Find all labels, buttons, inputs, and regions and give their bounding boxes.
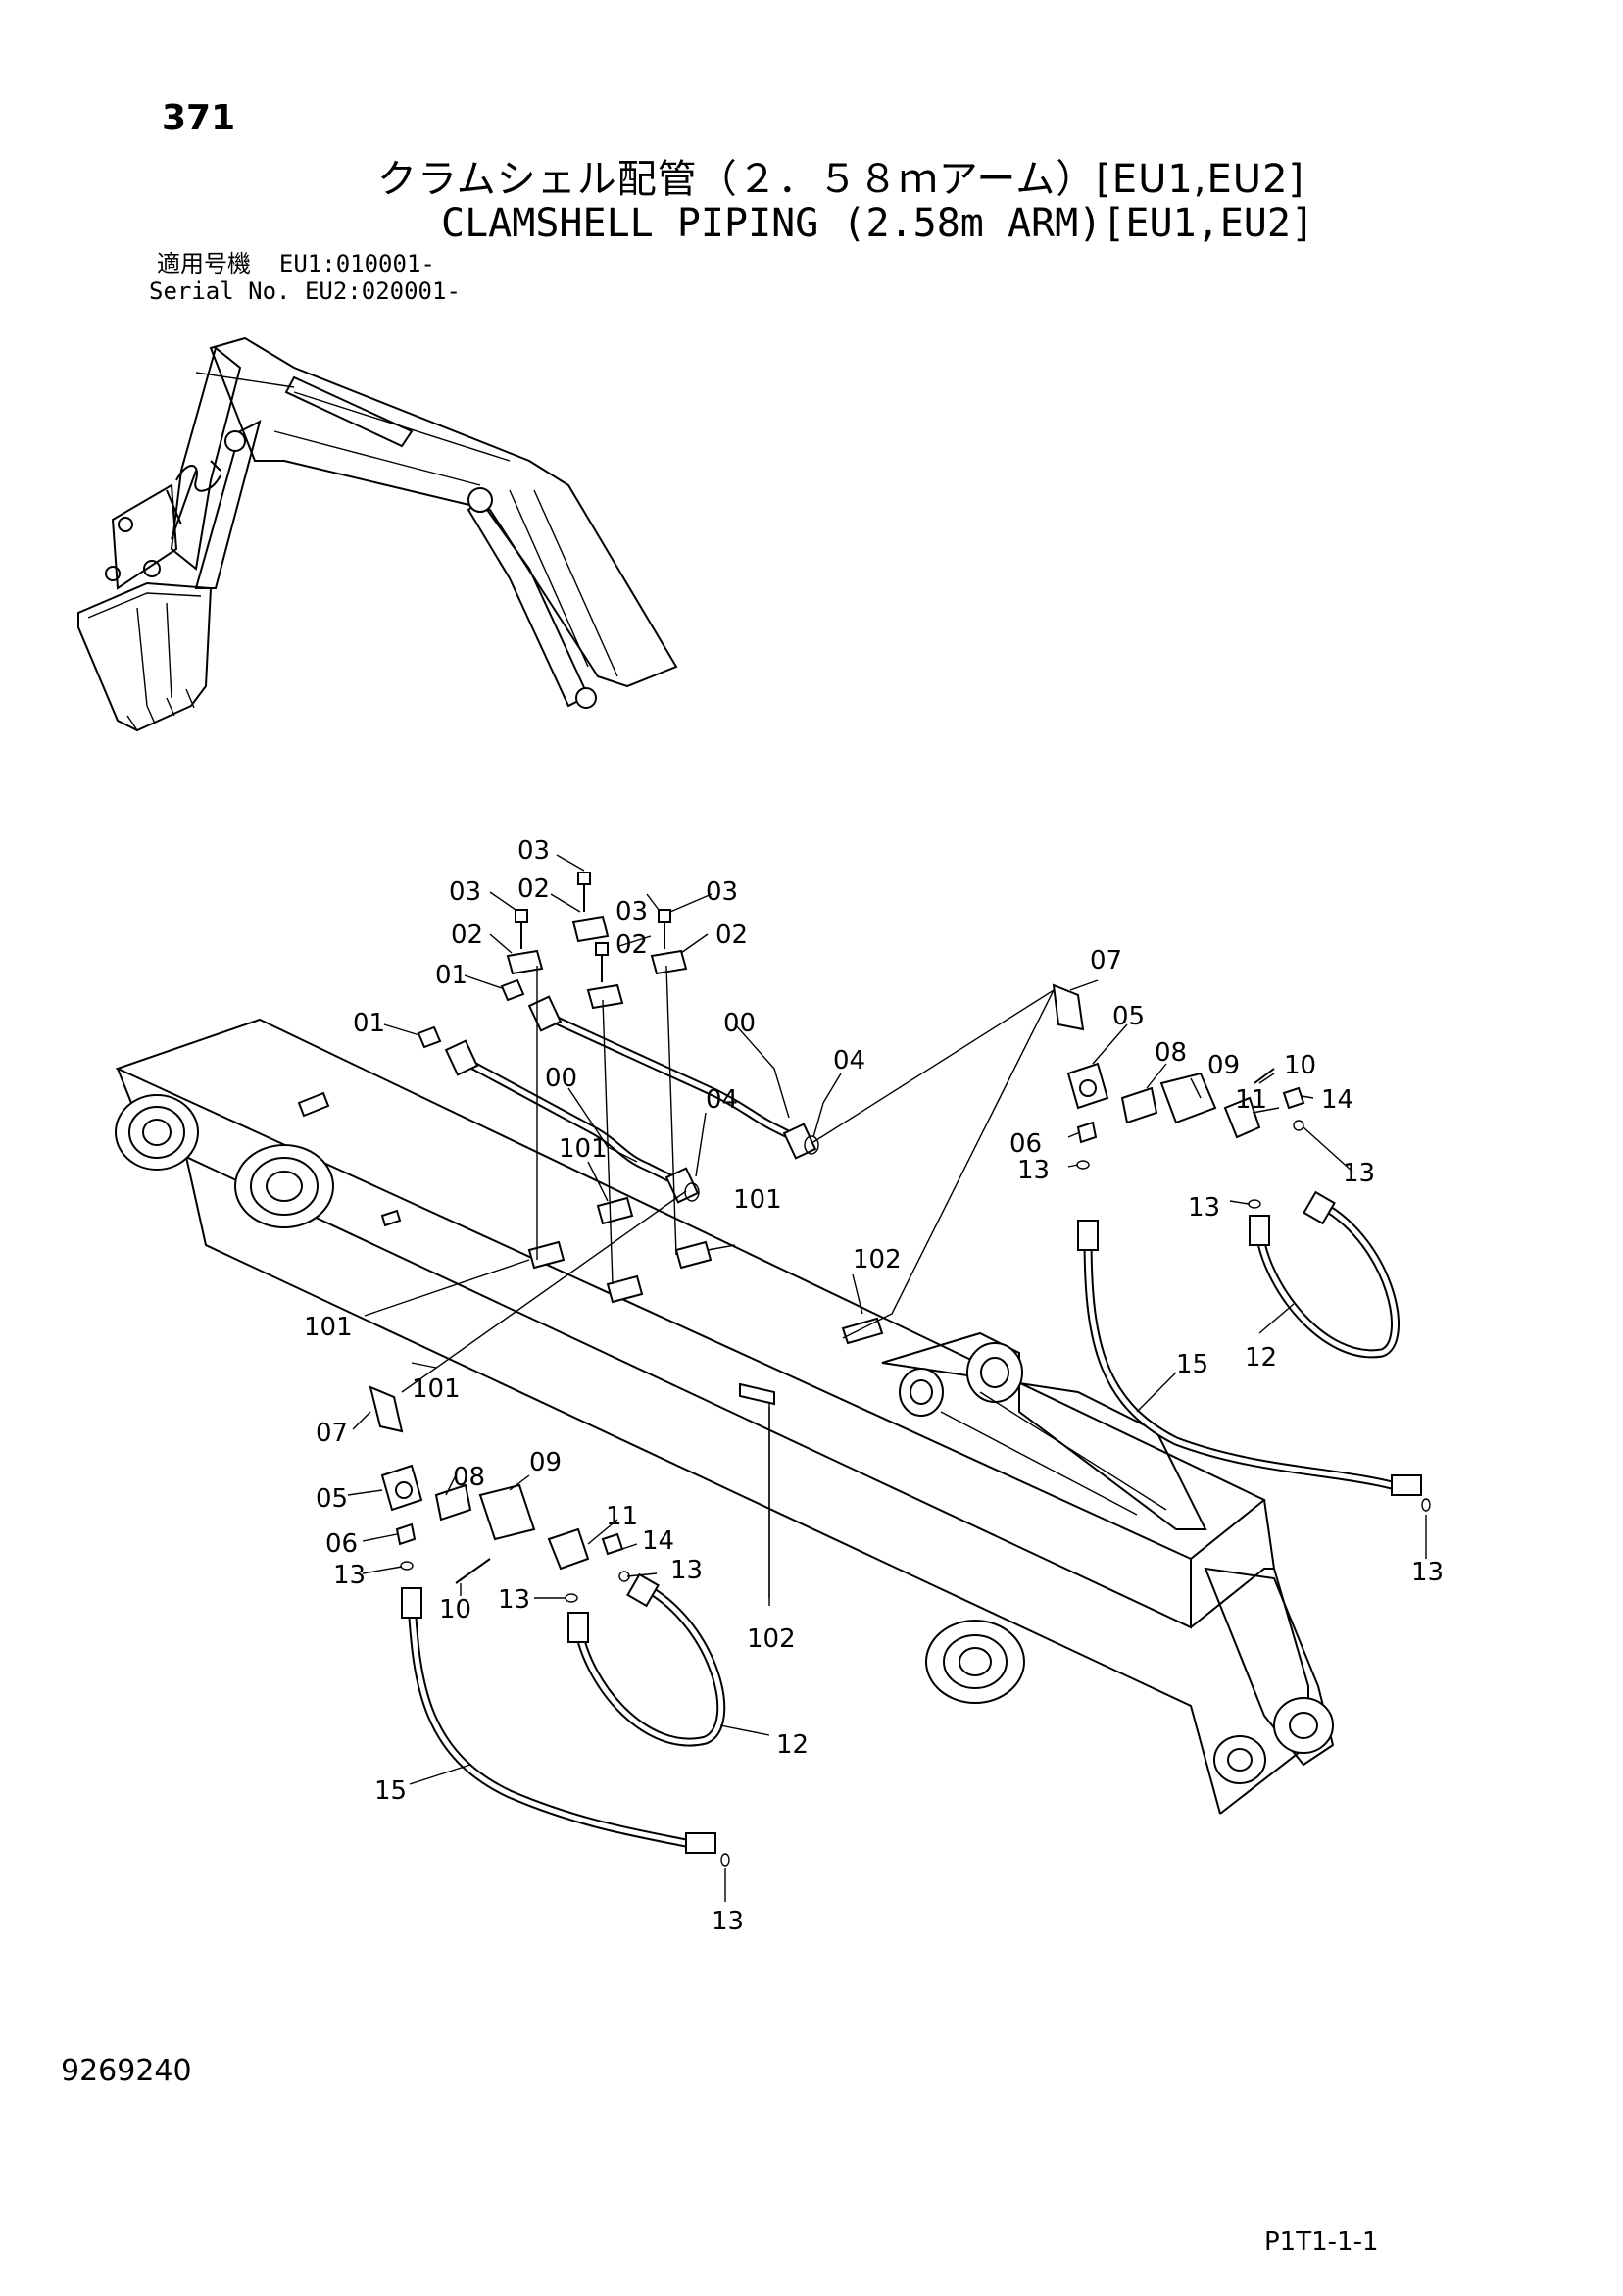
- callout-04: 04: [706, 1085, 738, 1115]
- fittings-right: [1052, 983, 1431, 1512]
- title-japanese: クラムシェル配管（２．５８ｍアーム）[EU1,EU2]: [377, 157, 1305, 202]
- callout-13: 13: [1188, 1193, 1220, 1223]
- callout-09: 09: [1207, 1051, 1240, 1080]
- callout-06: 06: [1009, 1129, 1042, 1159]
- applicability-jp-label: 適用号機: [157, 250, 251, 277]
- callout-01: 01: [435, 961, 467, 990]
- applicability-line-2: EU2:020001-: [304, 277, 461, 305]
- callout-14: 14: [1321, 1085, 1353, 1115]
- callout-11: 11: [1235, 1085, 1267, 1115]
- callout-11: 11: [606, 1502, 638, 1531]
- callout-02: 02: [517, 874, 550, 904]
- callout-13: 13: [333, 1561, 366, 1590]
- title-english: CLAMSHELL PIPING (2.58m ARM)[EU1,EU2]: [441, 201, 1315, 246]
- callout-101: 101: [733, 1185, 782, 1215]
- callout-14: 14: [642, 1526, 674, 1556]
- callout-04: 04: [833, 1046, 865, 1075]
- arm-body: [115, 1018, 1335, 1815]
- callout-03: 03: [615, 897, 648, 926]
- callout-13: 13: [712, 1907, 744, 1936]
- callout-02: 02: [451, 921, 483, 950]
- callout-08: 08: [453, 1463, 485, 1492]
- callout-00: 00: [545, 1064, 577, 1093]
- leader-lines: [347, 854, 1427, 1902]
- callout-101: 101: [559, 1134, 608, 1164]
- callout-13: 13: [1343, 1159, 1375, 1188]
- callout-07: 07: [316, 1419, 348, 1448]
- part-callouts: 03 03 02 03 03 02 02 02 01 01 00 00 04 0…: [304, 836, 1444, 1936]
- callout-03: 03: [517, 836, 550, 866]
- callout-00: 00: [723, 1009, 756, 1038]
- callout-102: 102: [747, 1624, 796, 1654]
- callout-06: 06: [325, 1529, 358, 1559]
- callout-12: 12: [776, 1730, 809, 1760]
- callout-13: 13: [498, 1585, 530, 1615]
- callout-13: 13: [670, 1556, 703, 1585]
- page-number: 371: [162, 98, 236, 138]
- callout-102: 102: [853, 1245, 902, 1274]
- callout-05: 05: [316, 1484, 348, 1514]
- callout-10: 10: [1284, 1051, 1316, 1080]
- page-code: P1T1-1-1: [1264, 2227, 1379, 2257]
- callout-03: 03: [706, 877, 738, 907]
- document-number: 9269240: [61, 2054, 192, 2088]
- fittings-left: [369, 1385, 730, 1867]
- callout-02: 02: [615, 930, 648, 960]
- callout-10: 10: [439, 1595, 471, 1624]
- callout-101: 101: [412, 1374, 461, 1404]
- callout-02: 02: [715, 921, 748, 950]
- callout-01: 01: [353, 1009, 385, 1038]
- callout-15: 15: [374, 1776, 407, 1806]
- applicability-line-1: EU1:010001-: [278, 250, 435, 277]
- callout-15: 15: [1176, 1350, 1208, 1379]
- callout-03: 03: [449, 877, 481, 907]
- serial-applicability: 適用号機 EU1:010001- Serial No. EU2:020001-: [149, 250, 461, 305]
- excavator-overview-illustration: [77, 336, 678, 732]
- callout-13: 13: [1017, 1156, 1050, 1185]
- callout-13: 13: [1411, 1558, 1444, 1587]
- callout-09: 09: [529, 1448, 562, 1477]
- callout-08: 08: [1155, 1038, 1187, 1068]
- callout-12: 12: [1245, 1343, 1277, 1373]
- callout-05: 05: [1112, 1002, 1145, 1031]
- applicability-en-label: Serial No.: [149, 277, 291, 305]
- callout-101: 101: [304, 1313, 353, 1342]
- clamp-hardware: [401, 872, 1056, 1598]
- callout-07: 07: [1090, 946, 1122, 975]
